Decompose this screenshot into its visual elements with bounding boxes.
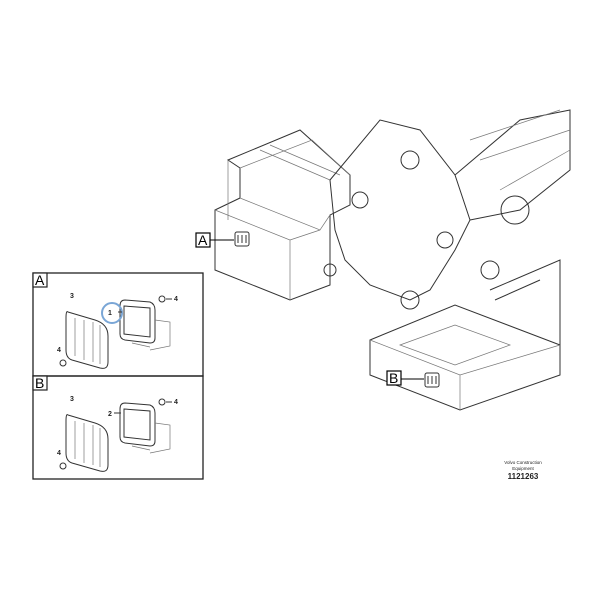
part-label-1: 1 (108, 310, 112, 317)
part-label-4-top: 4 (174, 296, 178, 303)
detail-b-title: B (35, 375, 44, 391)
detail-a-title: A (35, 272, 45, 288)
part-label-4-top: 4 (174, 399, 178, 406)
part-label-4-bottom: 4 (57, 347, 61, 354)
footer-company-line1: Volvo Construction (504, 460, 542, 465)
footer-company-line2: Equipment (512, 466, 534, 471)
drawing-number: 1121263 (507, 472, 539, 481)
part-label-3: 3 (70, 396, 74, 403)
callout-b-box (386, 370, 402, 386)
part-label-3: 3 (70, 293, 74, 300)
machine-frame-drawing (214, 109, 571, 411)
part-label-2: 2 (108, 411, 112, 418)
detail-view-b: B 2 3 4 4 (32, 375, 204, 480)
callout-a-label: A (198, 232, 208, 248)
highlight-ring (101, 302, 123, 324)
detail-view-a: A 1 3 4 4 (32, 272, 204, 377)
part-label-4-bottom: 4 (57, 450, 61, 457)
callout-b-label: B (389, 370, 398, 386)
